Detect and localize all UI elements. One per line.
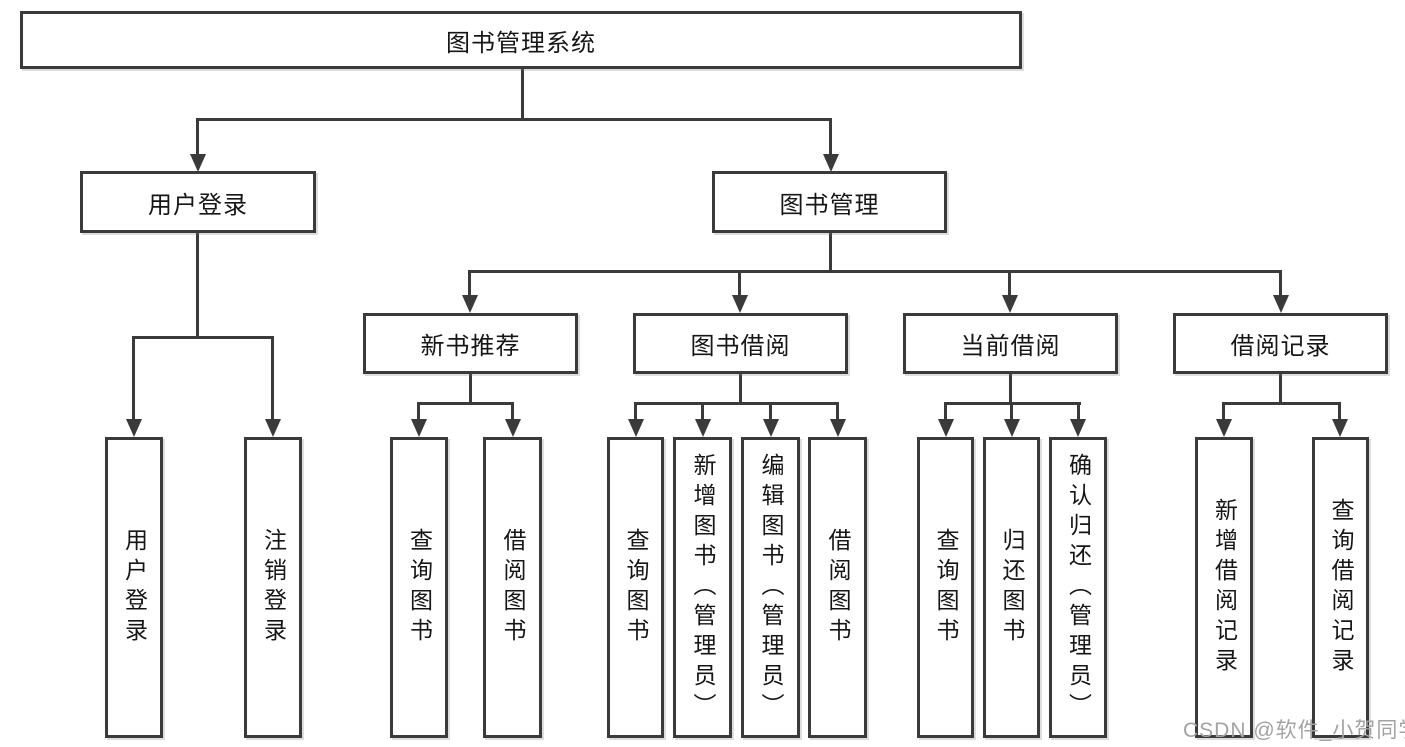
leaf-query-borrow-record: 查询借阅记录: [1312, 437, 1369, 738]
arrowhead-down: [823, 154, 839, 172]
connector: [1279, 374, 1282, 405]
node-new-book-recommend: 新书推荐: [363, 313, 578, 374]
connector: [1077, 402, 1080, 421]
arrowhead-down: [1002, 295, 1018, 313]
connector: [196, 118, 199, 156]
connector: [417, 402, 514, 405]
connector: [1222, 402, 1225, 421]
connector: [738, 270, 741, 297]
connector: [468, 270, 471, 297]
arrowhead-down: [1004, 419, 1020, 437]
connector: [132, 336, 274, 339]
arrowhead-down: [126, 419, 142, 437]
connector: [1222, 402, 1341, 405]
leaf-borrow-books-recommend: 借阅图书: [483, 437, 542, 738]
connector: [739, 374, 742, 405]
connector: [1010, 402, 1013, 421]
arrowhead-down: [1273, 295, 1289, 313]
connector: [1009, 374, 1012, 405]
arrowhead-down: [505, 419, 521, 437]
arrowhead-down: [695, 419, 711, 437]
arrowhead-down: [1216, 419, 1232, 437]
connector: [521, 68, 524, 121]
connector: [196, 118, 832, 121]
node-root-system: 图书管理系统: [20, 11, 1022, 69]
arrowhead-down: [1332, 419, 1348, 437]
connector: [829, 233, 832, 273]
connector: [511, 402, 514, 421]
connector: [634, 402, 839, 405]
connector: [701, 402, 704, 421]
connector: [836, 402, 839, 421]
arrowhead-down: [628, 419, 644, 437]
connector: [196, 233, 199, 339]
arrowhead-down: [190, 154, 206, 172]
arrowhead-down: [830, 419, 846, 437]
arrowhead-down: [763, 419, 779, 437]
connector: [1338, 402, 1341, 421]
node-user-login: 用户登录: [80, 171, 316, 233]
node-book-management: 图书管理: [712, 171, 947, 233]
csdn-watermark: CSDN @软件_小贺同学: [1183, 719, 1405, 742]
leaf-query-books-current: 查询图书: [917, 437, 974, 738]
leaf-logout: 注销登录: [244, 437, 302, 738]
connector: [769, 402, 772, 421]
leaf-user-login: 用户登录: [105, 437, 163, 738]
node-borrow-records: 借阅记录: [1173, 313, 1388, 374]
connector: [417, 402, 420, 421]
arrowhead-down: [1070, 419, 1086, 437]
leaf-add-book-admin: 新增图书（管理员）: [673, 437, 732, 738]
connector: [271, 336, 274, 421]
arrowhead-down: [411, 419, 427, 437]
leaf-edit-book-admin: 编辑图书（管理员）: [741, 437, 800, 738]
connector: [1279, 270, 1282, 297]
connector: [944, 402, 947, 421]
arrowhead-down: [732, 295, 748, 313]
leaf-query-books-borrow: 查询图书: [607, 437, 664, 738]
connector: [469, 374, 472, 405]
leaf-confirm-return-admin: 确认归还（管理员）: [1049, 437, 1107, 738]
connector: [634, 402, 637, 421]
connector: [468, 270, 1282, 273]
connector: [132, 336, 135, 421]
leaf-return-book: 归还图书: [983, 437, 1040, 738]
arrowhead-down: [265, 419, 281, 437]
node-book-borrow: 图书借阅: [633, 313, 848, 374]
leaf-add-borrow-record: 新增借阅记录: [1195, 437, 1253, 738]
node-current-borrow: 当前借阅: [903, 313, 1118, 374]
connector: [1008, 270, 1011, 297]
leaf-borrow-books: 借阅图书: [808, 437, 867, 738]
connector: [829, 118, 832, 156]
leaf-query-books-recommend: 查询图书: [390, 437, 448, 738]
arrowhead-down: [462, 295, 478, 313]
arrowhead-down: [938, 419, 954, 437]
